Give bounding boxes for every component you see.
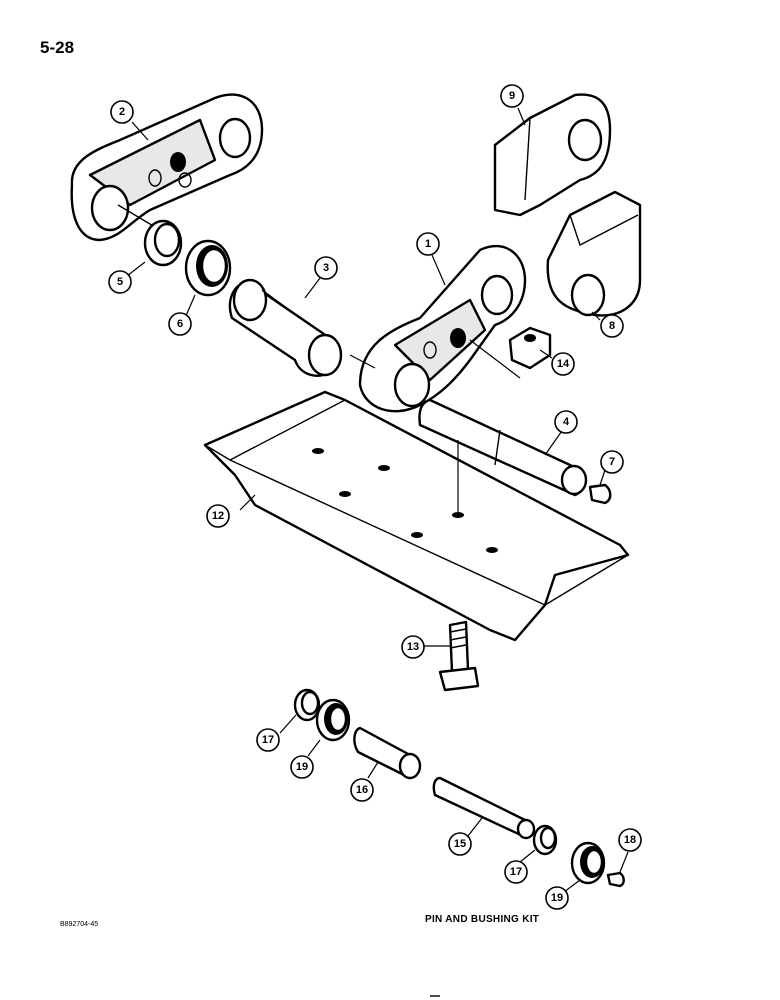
track-shoe-part-12 <box>203 390 630 642</box>
callout-5: 5 <box>108 270 132 294</box>
seal-ring-part-19-right <box>570 841 606 885</box>
svg-text:2: 2 <box>119 106 125 118</box>
svg-text:1: 1 <box>425 238 431 250</box>
svg-text:13: 13 <box>407 641 419 653</box>
svg-text:14: 14 <box>557 358 570 370</box>
svg-text:17: 17 <box>510 866 522 878</box>
seal-ring-part-19-left <box>315 698 351 742</box>
callout-16: 16 <box>350 778 374 802</box>
callout-4: 4 <box>554 410 578 434</box>
seal-ring-part-17-right <box>532 824 558 856</box>
callout-14: 14 <box>551 352 575 376</box>
seal-ring-part-17-left <box>293 688 321 722</box>
pin-part-15 <box>432 776 536 840</box>
seal-ring-part-5 <box>143 219 183 267</box>
callout-19-left: 19 <box>290 755 314 779</box>
callout-19-right: 19 <box>545 886 569 910</box>
nut-part-14 <box>469 326 552 379</box>
reference-code: B892704-45 <box>60 921 99 928</box>
plug-part-7 <box>588 483 612 505</box>
track-link-part-1 <box>349 244 527 413</box>
svg-text:19: 19 <box>296 761 308 773</box>
svg-text:17: 17 <box>262 734 274 746</box>
link-half-part-9 <box>493 93 612 217</box>
callout-2: 2 <box>110 100 134 124</box>
callout-17-left: 17 <box>256 728 280 752</box>
track-link-part-2 <box>70 93 264 242</box>
callout-18: 18 <box>618 828 642 852</box>
svg-text:9: 9 <box>509 90 515 102</box>
pin-part-4 <box>418 398 588 497</box>
svg-text:4: 4 <box>563 416 570 428</box>
callout-13: 13 <box>401 635 425 659</box>
svg-text:12: 12 <box>212 510 224 522</box>
svg-text:5: 5 <box>117 276 123 288</box>
svg-text:19: 19 <box>551 892 563 904</box>
seal-ring-part-6 <box>184 239 232 297</box>
bushing-part-16 <box>353 726 422 780</box>
callout-3: 3 <box>314 256 338 280</box>
callout-9: 9 <box>500 84 524 108</box>
callout-17-right: 17 <box>504 860 528 884</box>
link-half-part-8 <box>546 190 642 317</box>
svg-text:7: 7 <box>609 456 615 468</box>
bolt-part-13 <box>438 620 480 692</box>
bushing-part-3 <box>228 278 343 377</box>
callout-1: 1 <box>416 232 440 256</box>
page-number: 5-28 <box>40 38 75 57</box>
svg-text:3: 3 <box>323 262 329 274</box>
callout-7: 7 <box>600 450 624 474</box>
callout-6: 6 <box>168 312 192 336</box>
callout-8: 8 <box>600 314 624 338</box>
kit-caption: PIN AND BUSHING KIT <box>425 914 540 925</box>
callout-12: 12 <box>206 504 230 528</box>
callout-15: 15 <box>448 832 472 856</box>
svg-text:6: 6 <box>177 318 183 330</box>
svg-text:15: 15 <box>454 838 466 850</box>
svg-text:8: 8 <box>609 320 615 332</box>
svg-text:16: 16 <box>356 784 368 796</box>
svg-text:18: 18 <box>624 834 636 846</box>
plug-part-18 <box>606 871 625 888</box>
